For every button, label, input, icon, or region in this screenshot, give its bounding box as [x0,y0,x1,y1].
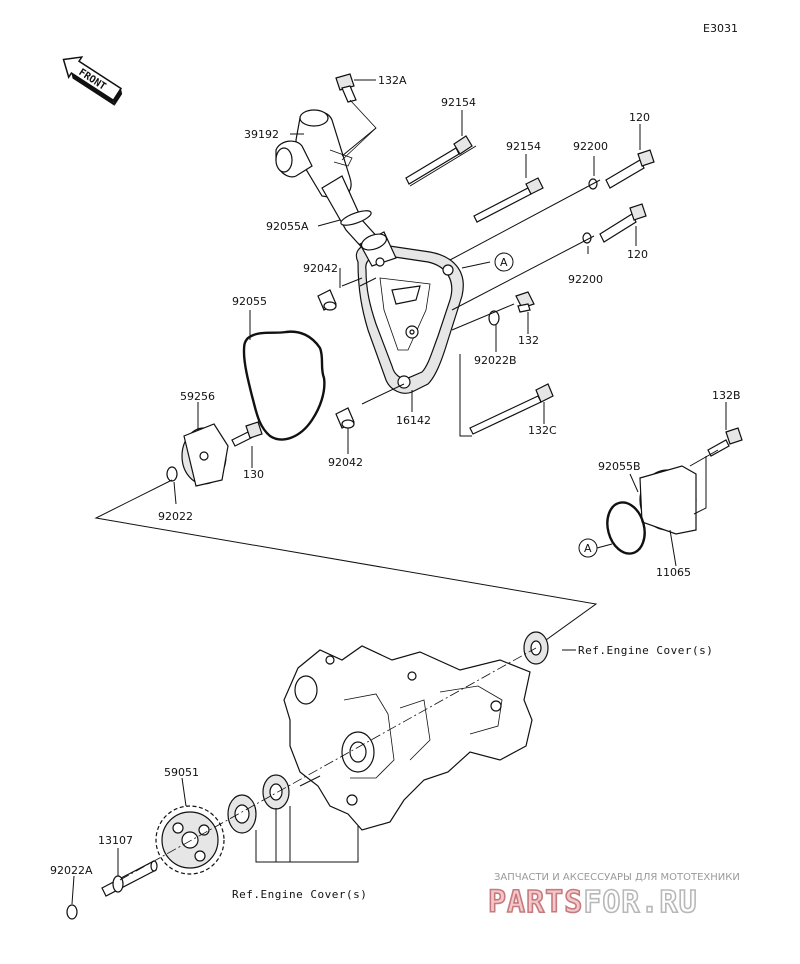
part-label-92154-upper: 92154 [441,96,476,109]
bolt-130 [231,421,263,447]
part-label-11065: 11065 [656,566,691,579]
watermark: ЗАПЧАСТИ И АКСЕССУАРЫ ДЛЯ МОТОТЕХНИКИ PA… [487,872,740,921]
part-label-39192: 39192 [244,128,279,141]
washer-92022a [66,904,78,920]
impeller-59256 [181,423,229,487]
gear-59051 [155,805,225,875]
diagram-code: E3031 [703,22,738,35]
part-label-92055: 92055 [232,295,267,308]
part-label-92200-upper: 92200 [573,140,608,153]
circle-ref-a-upper-label: A [500,256,508,269]
part-label-92022: 92022 [158,510,193,523]
circle-ref-a-lower-label: A [584,542,592,555]
part-label-13107: 13107 [98,834,133,847]
pump-cover-16142 [355,231,464,394]
part-label-59051: 59051 [164,766,199,779]
washer-92022 [166,466,178,482]
part-label-59256: 59256 [180,390,215,403]
circle-ref-a-upper: A [494,252,514,272]
bolt-132c [469,383,554,435]
shaft-13107 [101,860,158,897]
part-label-92055b: 92055B [598,460,641,473]
gasket-92055 [242,330,326,441]
watermark-tagline: ЗАПЧАСТИ И АКСЕССУАРЫ ДЛЯ МОТОТЕХНИКИ [494,872,740,883]
part-label-132c: 132C [528,424,557,437]
ref-engine-cover-label-top: Ref.Engine Cover(s) [578,644,713,657]
part-label-132b: 132B [712,389,741,402]
ref-engine-cover-label-bottom: Ref.Engine Cover(s) [232,888,367,901]
watermark-brand: PARTSFOR.RU [488,885,698,920]
dowel-pin-92042-upper [317,289,337,311]
part-label-92022b: 92022B [474,354,517,367]
dowel-pin-92042-lower [335,407,355,429]
part-label-130: 130 [243,468,264,481]
o-ring-92055b [606,501,646,555]
bolt-120-lower [599,203,647,243]
part-labels: 132A 92154 120 39192 92154 92200 92055A … [50,74,741,901]
engine-cover-outline [283,645,533,831]
bolt-132 [515,291,535,313]
leader-lines [71,110,727,905]
washer-92022b [488,310,500,326]
o-ring-92055a [340,210,372,226]
bearing-small [227,794,257,834]
bolt-132b [707,427,743,457]
part-label-92042-upper: 92042 [303,262,338,275]
bolt-120-upper [605,149,655,189]
part-label-132: 132 [518,334,539,347]
bolt-132a [335,73,377,161]
bearing-large [262,774,290,810]
part-label-120-lower: 120 [627,248,648,261]
circle-ref-a-lower: A [578,538,613,558]
part-label-92055a: 92055A [266,220,309,233]
part-label-16142: 16142 [396,414,431,427]
part-label-120-upper: 120 [629,111,650,124]
part-label-92200-lower: 92200 [568,273,603,286]
bolt-92154-upper [405,135,473,185]
front-arrow-icon: FRONT [62,56,123,106]
bolt-92154-lower [473,177,544,223]
watermark-brand-part1: PARTS [488,885,583,920]
part-label-92154-lower: 92154 [506,140,541,153]
part-label-92042-lower: 92042 [328,456,363,469]
part-label-132a: 132A [378,74,407,87]
watermark-brand-part2: FOR.RU [583,885,697,920]
part-label-92022a: 92022A [50,864,93,877]
cover-11065 [639,465,697,535]
